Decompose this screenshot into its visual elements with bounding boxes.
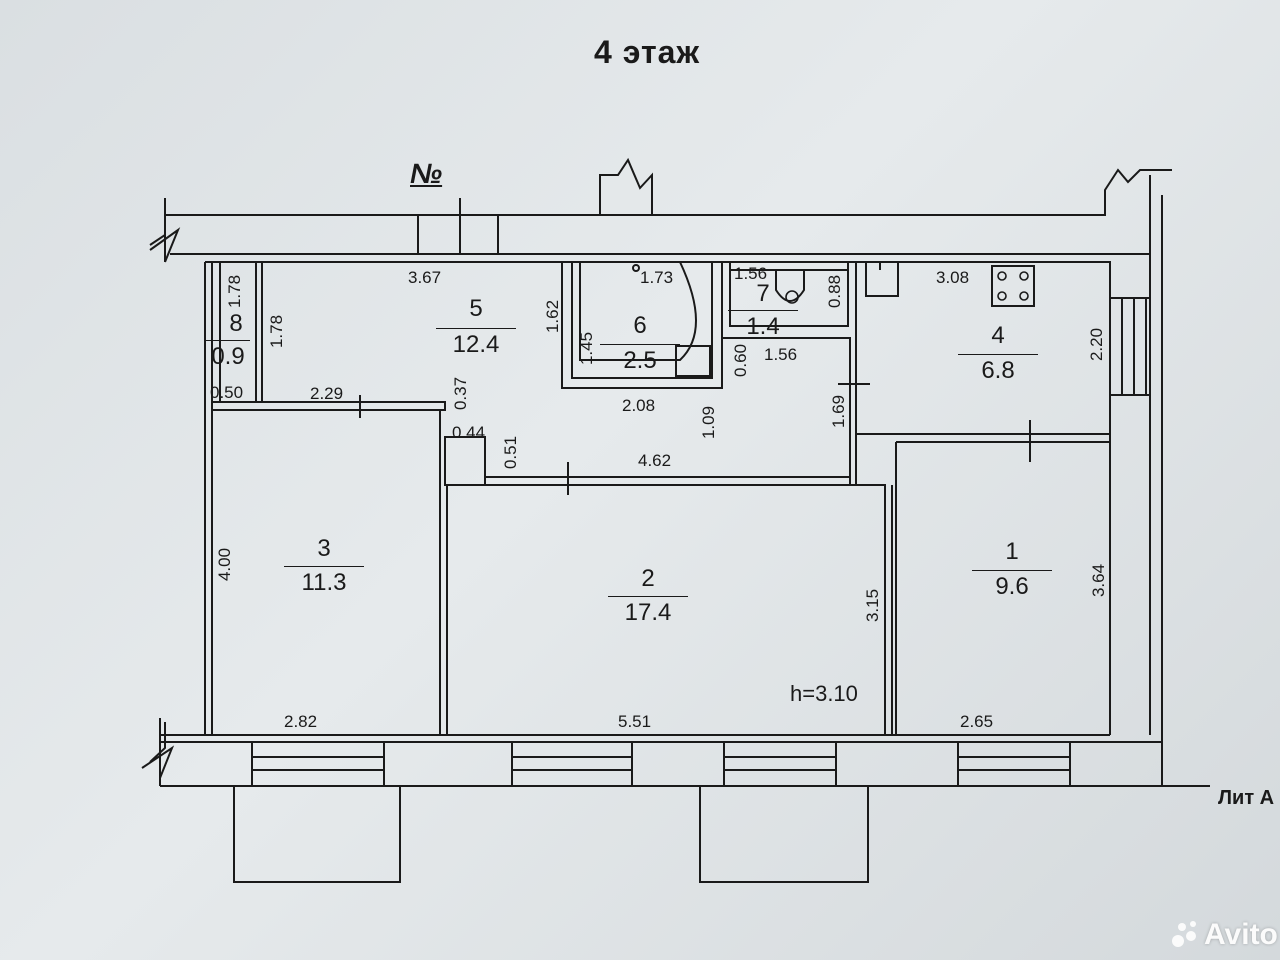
dim-3-15: 3.15	[863, 588, 883, 623]
balcony-right	[699, 786, 869, 883]
bathtub	[579, 261, 697, 361]
toilet	[775, 270, 805, 302]
dim-5-51: 5.51	[618, 712, 652, 731]
dim-2-29: 2.29	[310, 384, 344, 403]
dim-1-09: 1.09	[699, 405, 719, 440]
room-area-2: 17.4	[608, 596, 688, 625]
avito-watermark: Avito	[1170, 918, 1278, 952]
dim-0-88: 0.88	[825, 274, 845, 309]
room-number-6: 6	[633, 312, 647, 339]
room-number-2: 2	[641, 565, 655, 592]
east-stair	[1110, 297, 1150, 396]
niche	[444, 436, 486, 486]
dim-4-00: 4.00	[215, 547, 235, 582]
room-area-1: 9.6	[972, 570, 1052, 599]
wall-break-left-bottom	[141, 722, 175, 779]
dim-3-64: 3.64	[1089, 563, 1109, 598]
room-2-outline	[447, 484, 893, 735]
shaft-top	[599, 157, 653, 215]
room-area-5: 12.4	[436, 328, 516, 357]
wall-hall-room3	[212, 401, 446, 411]
dim-0-44: 0.44	[452, 423, 486, 442]
floor-title: 4 этаж	[594, 34, 701, 70]
room-number-5: 5	[469, 295, 483, 322]
dim-4-62: 4.62	[638, 451, 672, 470]
kitchen-sink	[865, 261, 899, 297]
room-number-4: 4	[991, 322, 1005, 349]
dim-2-82: 2.82	[284, 712, 318, 731]
sink	[675, 345, 711, 377]
dim-1-56-top: 1.56	[734, 264, 768, 283]
watermark-text: Avito	[1204, 918, 1278, 951]
room-area-8: 0.9	[206, 340, 250, 369]
stove	[991, 265, 1035, 307]
dim-2-20: 2.20	[1087, 327, 1107, 362]
dim-1-73: 1.73	[640, 268, 674, 287]
wall-hall-room2	[447, 476, 851, 486]
south-wall	[160, 734, 1162, 743]
dim-1-45: 1.45	[577, 331, 597, 366]
dim-1-78-a: 1.78	[225, 274, 245, 309]
ceiling-height-label: h=3.10	[790, 681, 858, 706]
dim-0-60: 0.60	[731, 343, 751, 378]
dim-1-78-b: 1.78	[267, 314, 287, 349]
dim-0-37: 0.37	[451, 376, 471, 411]
north-opening	[417, 214, 499, 255]
dim-2-65: 2.65	[960, 712, 994, 731]
number-mark: №	[410, 158, 443, 189]
dim-1-69: 1.69	[829, 394, 849, 429]
dim-2-08: 2.08	[622, 396, 656, 415]
room-number-7: 7	[756, 280, 770, 307]
lit-label: Лит А	[1218, 787, 1275, 809]
dim-1-62: 1.62	[543, 299, 563, 334]
room-number-3: 3	[317, 535, 331, 562]
room-4-outline	[855, 261, 1111, 435]
south-windows	[251, 741, 1071, 787]
dim-1-56-mid: 1.56	[764, 345, 798, 364]
room-number-1: 1	[1005, 538, 1019, 565]
room-area-4: 6.8	[958, 354, 1038, 383]
dim-0-51: 0.51	[501, 435, 521, 470]
avito-logo-icon	[1170, 921, 1198, 949]
balcony-left	[233, 786, 401, 883]
dim-0-50: 0.50	[210, 383, 244, 402]
room-area-6: 2.5	[600, 344, 680, 373]
room-number-8: 8	[229, 310, 243, 337]
room-7-outline	[729, 261, 849, 327]
dim-3-08: 3.08	[936, 268, 970, 287]
room-area-7: 1.4	[728, 310, 798, 339]
dim-3-67: 3.67	[408, 268, 442, 287]
north-wall-outer	[165, 168, 1172, 216]
room-3-outline	[211, 410, 448, 735]
room-area-3: 11.3	[284, 566, 364, 595]
